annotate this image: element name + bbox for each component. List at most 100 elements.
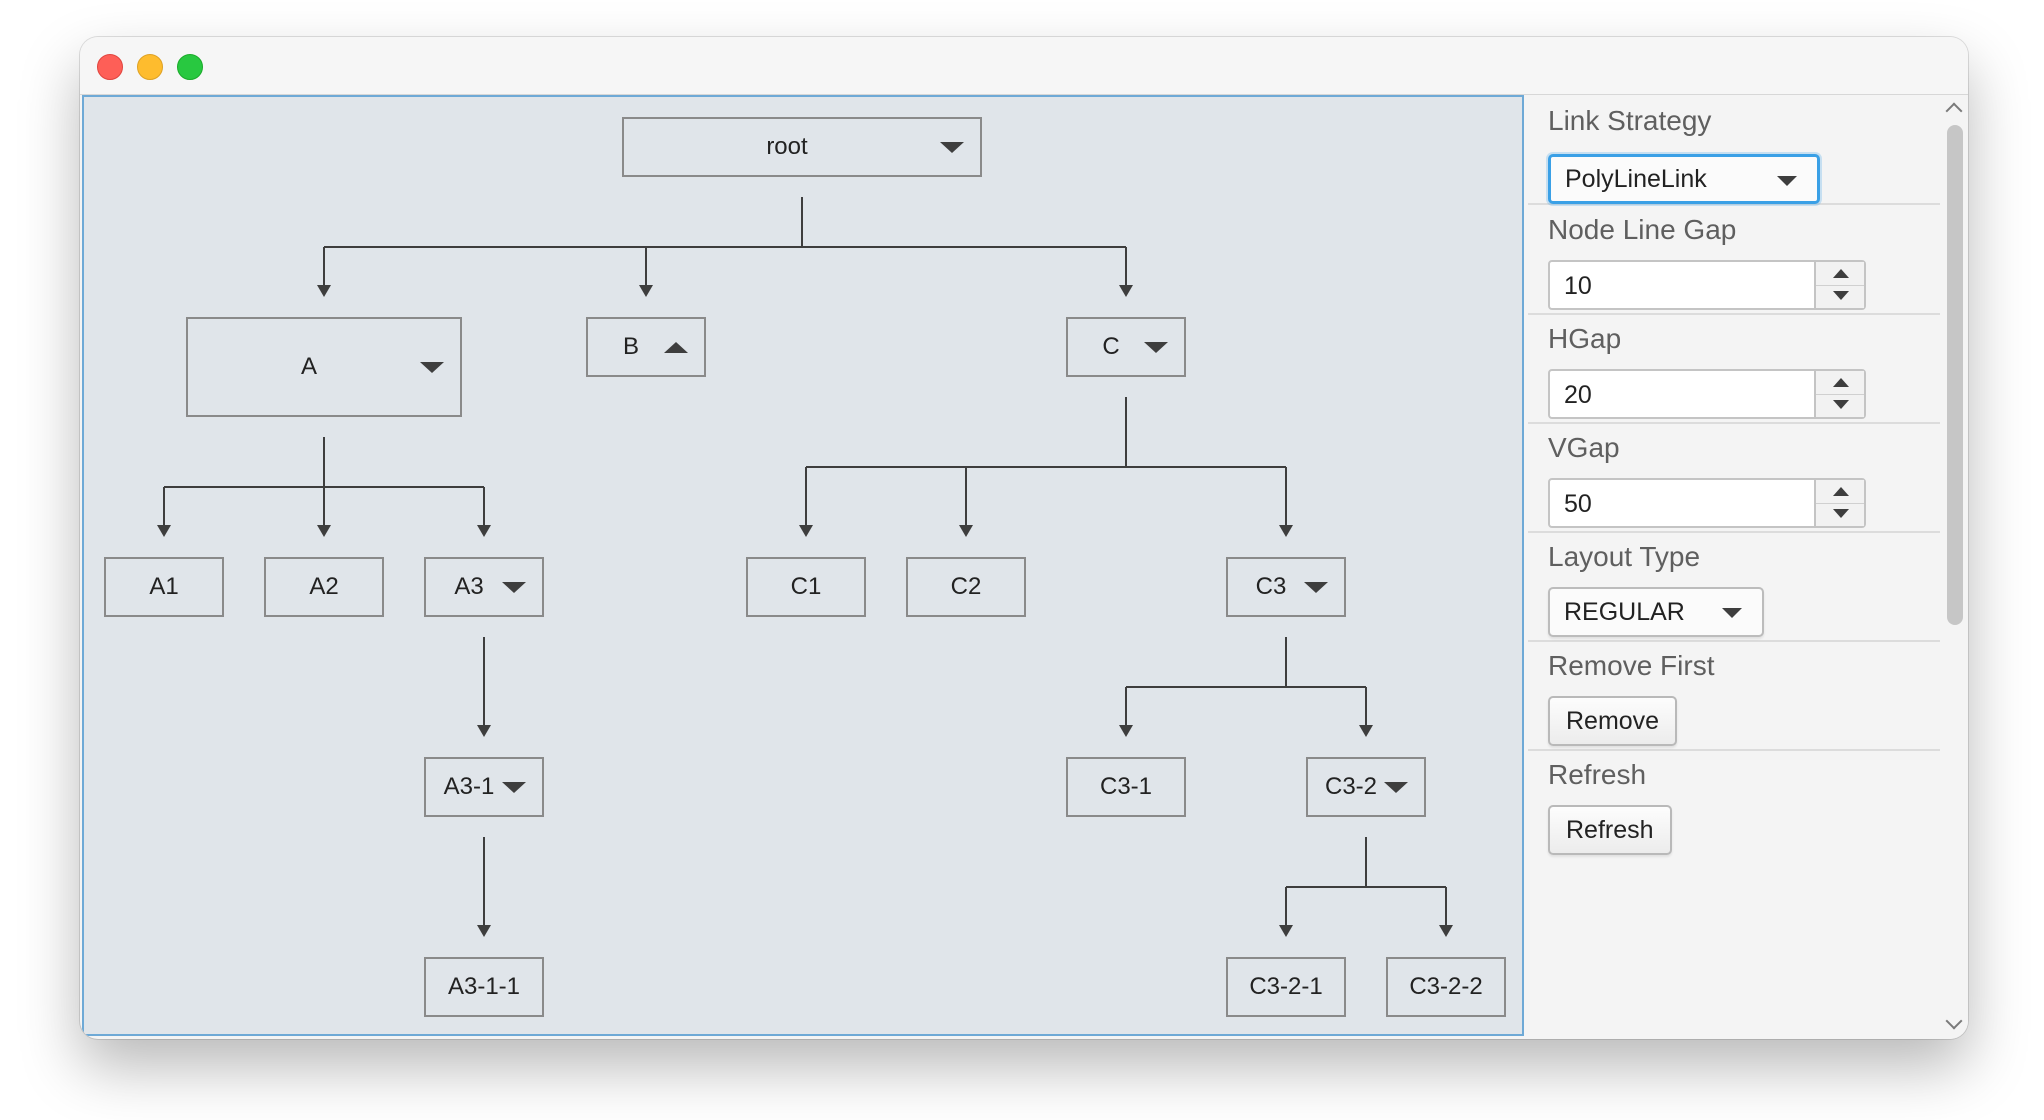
- refresh-button[interactable]: Refresh: [1548, 805, 1672, 855]
- tree-node-a[interactable]: A: [186, 317, 462, 417]
- tree-node-a3-1[interactable]: A3-1: [424, 757, 544, 817]
- tree-node-c2[interactable]: C2: [906, 557, 1026, 617]
- title-bar: [80, 37, 1968, 95]
- tree-node-a1[interactable]: A1: [104, 557, 224, 617]
- arrowhead-icon: [157, 525, 171, 537]
- scroll-up-icon[interactable]: [1942, 95, 1968, 121]
- arrowhead-icon: [799, 525, 813, 537]
- close-window-button[interactable]: [97, 54, 123, 80]
- chevron-down-icon: [1722, 608, 1742, 618]
- layout-type-section: Layout Type REGULAR: [1528, 531, 1940, 642]
- tree-node-c3[interactable]: C3: [1226, 557, 1346, 617]
- arrowhead-icon: [317, 285, 331, 297]
- node-line-gap-spin-buttons: [1814, 262, 1864, 308]
- link-strategy-combo[interactable]: PolyLineLink: [1548, 154, 1820, 204]
- increment-icon[interactable]: [1816, 262, 1864, 286]
- vgap-spinner[interactable]: 50: [1548, 478, 1866, 528]
- node-line-gap-value[interactable]: 10: [1564, 272, 1592, 300]
- hgap-section: HGap 20: [1528, 313, 1940, 424]
- panel-scrollbar[interactable]: [1942, 95, 1968, 1039]
- decrement-icon[interactable]: [1816, 394, 1864, 417]
- tree-node-label: A2: [309, 573, 339, 600]
- scroll-down-icon[interactable]: [1942, 1013, 1968, 1039]
- tree-node-label: C3: [1255, 573, 1287, 600]
- decrement-icon[interactable]: [1816, 285, 1864, 308]
- chevron-down-icon[interactable]: [502, 581, 526, 593]
- tree-node-label: B: [622, 333, 639, 360]
- tree-node-label: A3-1-1: [447, 973, 521, 1000]
- link-strategy-label: Link Strategy: [1548, 105, 1712, 136]
- link-strategy-section: Link Strategy PolyLineLink: [1528, 95, 1940, 205]
- tree-node-label: A: [300, 353, 317, 380]
- increment-icon[interactable]: [1816, 371, 1864, 395]
- remove-first-label: Remove First: [1548, 650, 1715, 681]
- zoom-window-button[interactable]: [177, 54, 203, 80]
- arrowhead-icon: [477, 525, 491, 537]
- hgap-spinner[interactable]: 20: [1548, 369, 1866, 419]
- chevron-down-icon[interactable]: [420, 361, 444, 373]
- settings-panel: Link Strategy PolyLineLink Node Line Gap…: [1528, 95, 1940, 1039]
- tree-node-a3[interactable]: A3: [424, 557, 544, 617]
- tree-node-a3-1-1[interactable]: A3-1-1: [424, 957, 544, 1017]
- arrowhead-icon: [1279, 925, 1293, 937]
- minimize-window-button[interactable]: [137, 54, 163, 80]
- arrowhead-icon: [317, 525, 331, 537]
- tree-node-label: A3: [454, 573, 484, 600]
- tree-node-label: C3-2-2: [1409, 973, 1483, 1000]
- chevron-down-icon[interactable]: [940, 141, 964, 153]
- layout-type-label: Layout Type: [1548, 541, 1701, 572]
- tree-node-c1[interactable]: C1: [746, 557, 866, 617]
- node-line-gap-section: Node Line Gap 10: [1528, 204, 1940, 315]
- remove-button[interactable]: Remove: [1548, 696, 1678, 746]
- tree-node-label: root: [766, 133, 808, 160]
- arrowhead-icon: [959, 525, 973, 537]
- link-strategy-value: PolyLineLink: [1565, 164, 1707, 193]
- layout-type-combo[interactable]: REGULAR: [1548, 587, 1764, 637]
- arrowhead-icon: [477, 725, 491, 737]
- tree-links: [157, 197, 1453, 937]
- arrowhead-icon: [639, 285, 653, 297]
- remove-first-section: Remove First Remove: [1528, 640, 1940, 751]
- hgap-label: HGap: [1548, 323, 1622, 354]
- refresh-label: Refresh: [1548, 759, 1647, 790]
- refresh-section: Refresh Refresh: [1528, 749, 1940, 858]
- scroll-thumb[interactable]: [1947, 125, 1963, 625]
- chevron-down-icon: [1777, 176, 1797, 186]
- chevron-up-icon[interactable]: [664, 341, 688, 353]
- tree-node-label: C3-2: [1324, 773, 1378, 800]
- hgap-spin-buttons: [1814, 371, 1864, 417]
- tree-node-label: C1: [790, 573, 822, 600]
- increment-icon[interactable]: [1816, 480, 1864, 504]
- vgap-section: VGap 50: [1528, 422, 1940, 533]
- layout-type-value: REGULAR: [1564, 597, 1685, 626]
- decrement-icon[interactable]: [1816, 503, 1864, 526]
- chevron-down-icon[interactable]: [1144, 341, 1168, 353]
- node-line-gap-spinner[interactable]: 10: [1548, 260, 1866, 310]
- tree-node-label: C: [1102, 333, 1120, 360]
- hgap-value[interactable]: 20: [1564, 381, 1592, 409]
- vgap-label: VGap: [1548, 432, 1620, 463]
- tree-node-c3-2-2[interactable]: C3-2-2: [1386, 957, 1506, 1017]
- chevron-down-icon[interactable]: [1304, 581, 1328, 593]
- tree-node-root[interactable]: root: [622, 117, 982, 177]
- chevron-down-icon[interactable]: [1384, 781, 1408, 793]
- arrowhead-icon: [1439, 925, 1453, 937]
- chevron-down-icon[interactable]: [502, 781, 526, 793]
- tree-node-b[interactable]: B: [586, 317, 706, 377]
- tree-node-label: A1: [149, 573, 179, 600]
- tree-node-c3-1[interactable]: C3-1: [1066, 757, 1186, 817]
- tree-node-label: A3-1: [443, 773, 495, 800]
- tree-node-label: C3-2-1: [1249, 973, 1323, 1000]
- tree-node-label: C3-1: [1099, 773, 1153, 800]
- vgap-value[interactable]: 50: [1564, 490, 1592, 518]
- node-line-gap-label: Node Line Gap: [1548, 214, 1737, 245]
- tree-node-label: C2: [950, 573, 982, 600]
- tree-node-c[interactable]: C: [1066, 317, 1186, 377]
- tree-node-c3-2[interactable]: C3-2: [1306, 757, 1426, 817]
- tree-node-a2[interactable]: A2: [264, 557, 384, 617]
- arrowhead-icon: [1119, 725, 1133, 737]
- arrowhead-icon: [1359, 725, 1373, 737]
- tree-node-c3-2-1[interactable]: C3-2-1: [1226, 957, 1346, 1017]
- arrowhead-icon: [477, 925, 491, 937]
